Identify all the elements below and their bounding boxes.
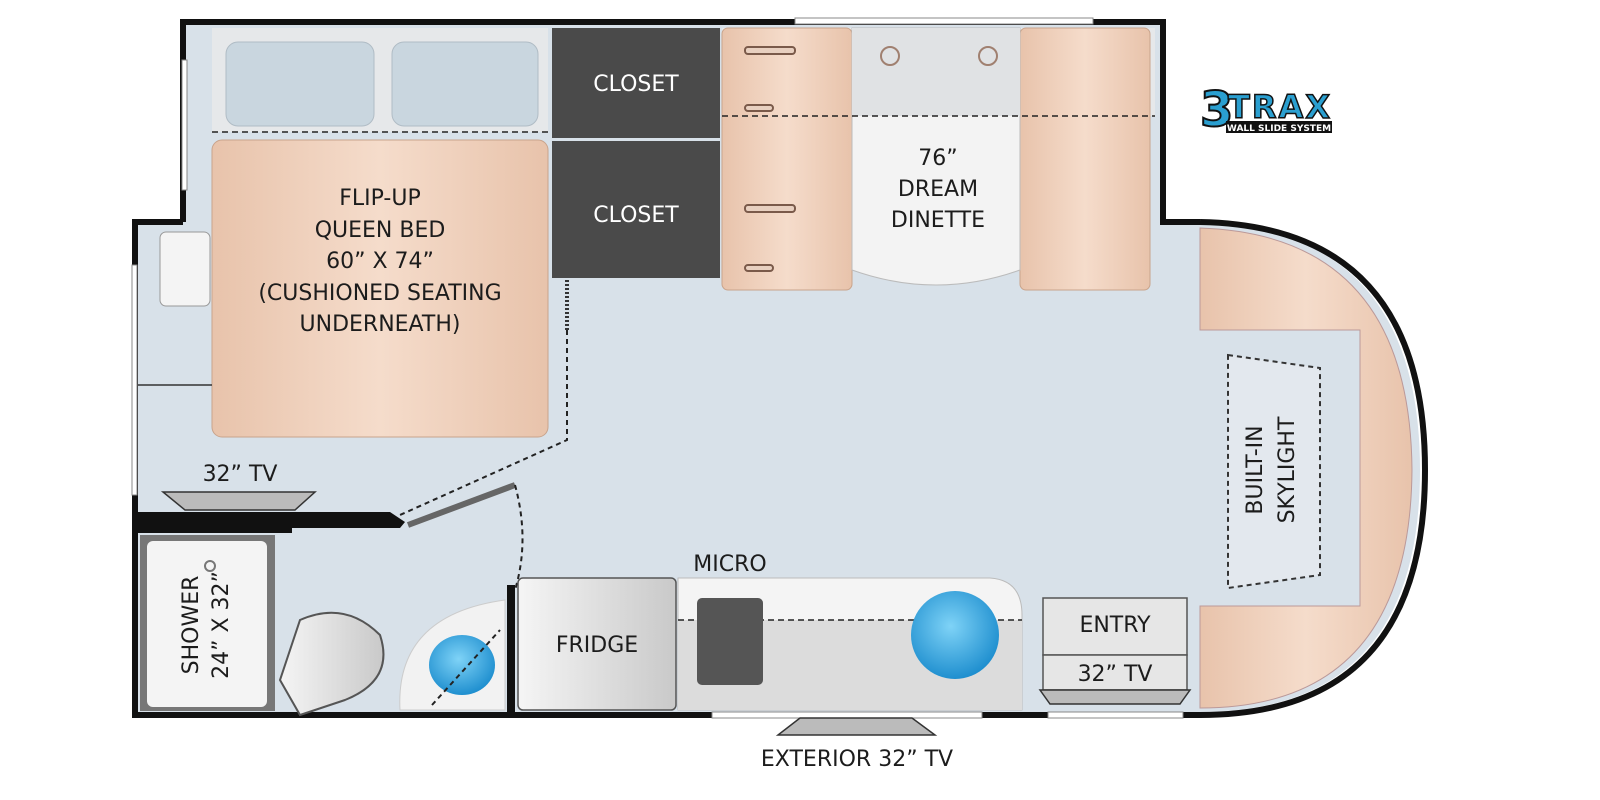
- fridge: [517, 577, 677, 711]
- bedroom-tv-label: 32” TV: [203, 462, 278, 487]
- skylight-label-1: BUILT-IN: [1243, 425, 1268, 514]
- shower-label-1: SHOWER: [179, 576, 204, 675]
- skylight: [1227, 353, 1321, 590]
- bedroom-tv: 32” TV: [160, 462, 317, 511]
- kitchen: MICRO FRIDGE: [517, 552, 1023, 711]
- entry-tv-label: 32” TV: [1078, 662, 1153, 687]
- 3trax-logo: 3 TRAX WALL SLIDE SYSTEM: [1199, 81, 1332, 139]
- exterior-tv-label: EXTERIOR 32” TV: [761, 747, 953, 772]
- micro-label: MICRO: [693, 552, 766, 577]
- fridge-label: FRIDGE: [556, 633, 638, 658]
- slide-window: [794, 17, 1094, 25]
- toilet: [278, 611, 385, 717]
- logo-tagline: WALL SLIDE SYSTEM: [1227, 124, 1331, 134]
- skylight-label-2: SKYLIGHT: [1275, 416, 1300, 523]
- bed-label-2: QUEEN BED: [315, 218, 446, 243]
- pillow: [225, 41, 375, 127]
- dinette-label-1: 76”: [918, 146, 957, 171]
- bed-label-1: FLIP-UP: [339, 186, 421, 211]
- bed-label-3: 60” X 74”: [326, 249, 434, 274]
- closet-bottom-label: CLOSET: [593, 203, 679, 228]
- bathroom: SHOWER 24” X 32”: [140, 535, 515, 717]
- closet-top-label: CLOSET: [593, 72, 679, 97]
- cab-lounge: BUILT-IN SKYLIGHT: [1199, 227, 1413, 709]
- entry-label: ENTRY: [1079, 613, 1151, 638]
- kitchen-sink: [911, 591, 999, 679]
- cooktop: [697, 598, 763, 685]
- shower: [147, 541, 267, 707]
- entry: ENTRY 32” TV: [1038, 597, 1192, 705]
- bed-label-4: (CUSHIONED SEATING: [258, 281, 501, 306]
- dream-dinette: 76” DREAM DINETTE: [721, 27, 1155, 291]
- pillow: [391, 41, 539, 127]
- dinette-label-3: DINETTE: [891, 208, 985, 233]
- bathroom-door[interactable]: [406, 482, 517, 528]
- queen-bed: FLIP-UP QUEEN BED 60” X 74” (CUSHIONED S…: [138, 28, 549, 438]
- exterior-tv: EXTERIOR 32” TV: [761, 717, 953, 772]
- closets: CLOSET CLOSET: [399, 28, 720, 516]
- bathroom-sink: [429, 635, 495, 695]
- nightstand: [159, 231, 211, 307]
- shower-label-2: 24” X 32”: [209, 571, 234, 679]
- bed-label-5: UNDERNEATH): [300, 312, 461, 337]
- logo-text: TRAX: [1228, 88, 1330, 126]
- dinette-label-2: DREAM: [898, 177, 978, 202]
- bathroom-wall: [138, 512, 405, 533]
